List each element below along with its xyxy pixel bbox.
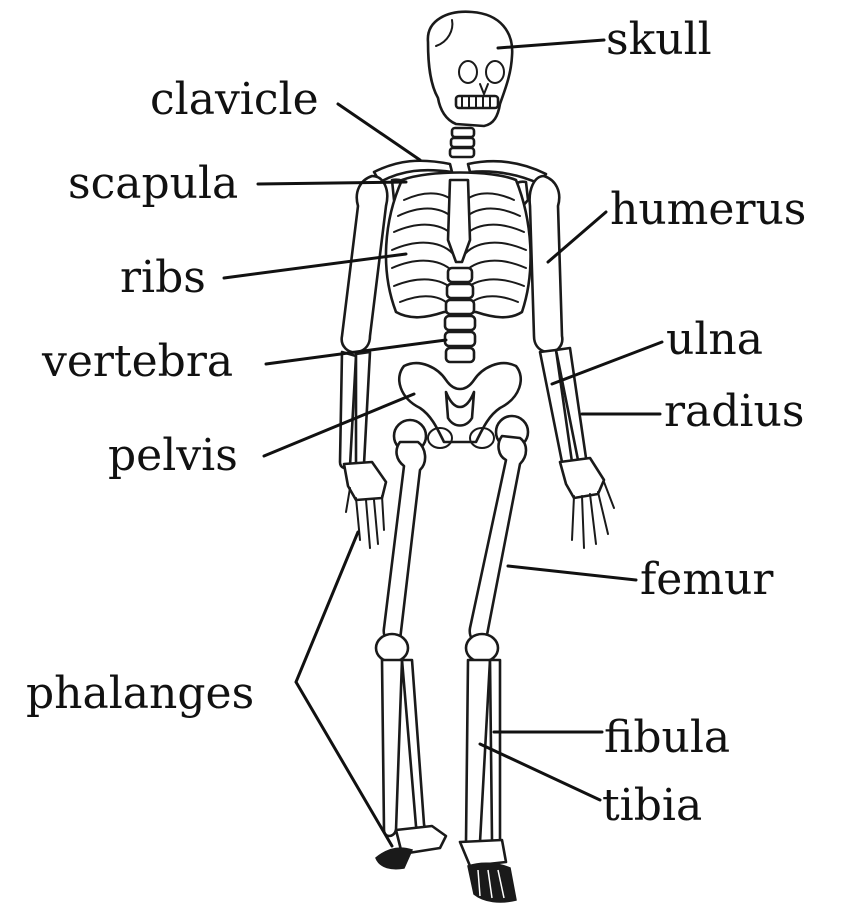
skull-leader [498, 40, 604, 48]
humerus-label: humerus [610, 184, 806, 235]
ulna-label: ulna [666, 314, 763, 365]
left-leg-bones [376, 420, 446, 869]
ribs-label: ribs [120, 252, 206, 303]
femur-label: femur [640, 554, 774, 605]
clavicle-label: clavicle [150, 74, 319, 125]
skeleton-figure [340, 12, 614, 902]
fibula-label: fibula [604, 712, 730, 763]
scapula-label: scapula [68, 158, 238, 209]
left-arm-bones [340, 176, 387, 548]
neck-vertebrae [450, 128, 474, 157]
scapula-leader [258, 182, 406, 184]
clavicle-leader [338, 104, 420, 160]
phalanges-label: phalanges [26, 668, 254, 719]
femur-leader [508, 566, 636, 580]
vertebra-label: vertebra [41, 336, 233, 387]
tibia-label: tibia [602, 780, 702, 831]
right-arm-bones [530, 176, 614, 548]
skull-label: skull [606, 14, 712, 65]
skull-bone [428, 12, 512, 126]
phalanges-leader [296, 532, 392, 846]
radius-label: radius [664, 386, 804, 437]
vertebra-column [445, 268, 475, 362]
leader-lines [224, 40, 662, 846]
right-leg-bones [460, 416, 528, 902]
pelvis-label: pelvis [108, 430, 238, 481]
